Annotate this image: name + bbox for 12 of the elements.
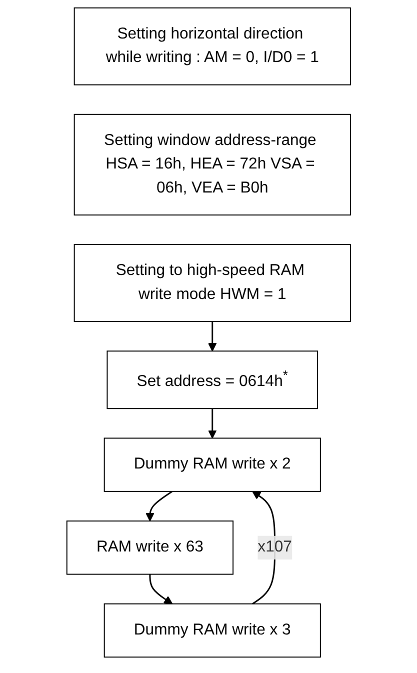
edge-label: x107 <box>258 538 292 556</box>
arrow <box>208 321 217 352</box>
node-box: Set address = 0614h$^{*}$ <box>106 350 318 410</box>
node-box: Dummy RAM write x 2 <box>104 438 321 492</box>
node-box: RAM write x 63 <box>66 520 234 575</box>
arrow <box>208 408 217 439</box>
arrow <box>145 490 172 522</box>
arrow <box>149 574 172 604</box>
node-box: Setting window address-range HSA = 16h, HEA = 72h VSA = 06h, VEA = B0h <box>74 114 351 216</box>
node-box: Setting to high-speed RAM write mode HWM = 1 <box>74 244 351 322</box>
node-box: Dummy RAM write x 3 <box>104 603 321 658</box>
node-box: Setting horizontal direction while writing : AM = 0, I/D0 = 1 <box>74 7 351 86</box>
